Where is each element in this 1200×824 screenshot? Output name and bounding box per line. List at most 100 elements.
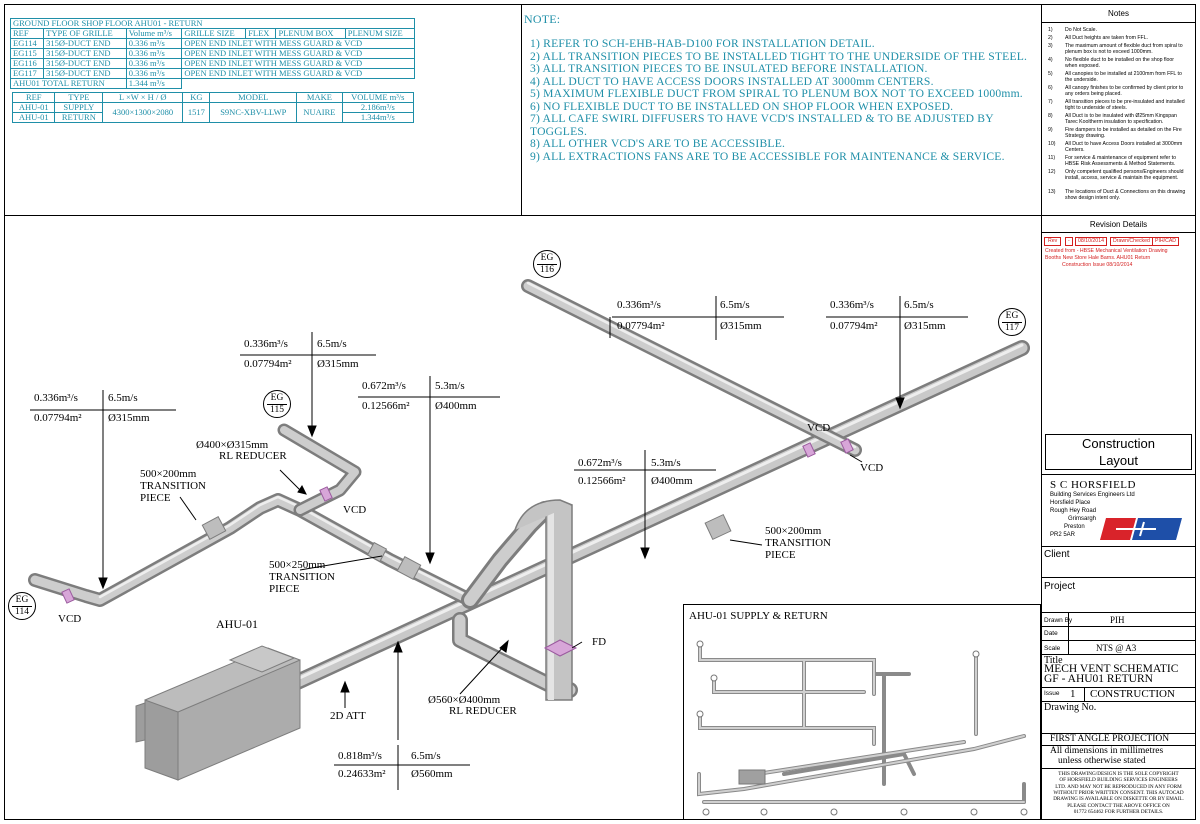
drawn-by-label: Drawn By bbox=[1044, 617, 1073, 624]
cell: EG114 bbox=[9, 38, 45, 49]
drawing-number-label: Drawing No. bbox=[1044, 702, 1097, 713]
flow-velocity: 6.5m/s bbox=[411, 750, 441, 762]
cell: EG117 bbox=[9, 68, 45, 79]
transition-piece bbox=[201, 516, 227, 540]
inset-ahu bbox=[738, 769, 766, 785]
date-rule bbox=[1041, 626, 1196, 627]
reducer-label-2: Ø560×Ø400mm bbox=[428, 694, 501, 706]
flow-velocity: 6.5m/s bbox=[904, 299, 934, 311]
flow-area: 0.24633m² bbox=[338, 768, 386, 780]
revision-line-1: Created from - HBSE Mechanical Ventilati… bbox=[1045, 248, 1168, 254]
attenuator-label: 2D ATT bbox=[330, 710, 366, 722]
tag-number: 115 bbox=[270, 405, 284, 415]
title-line-1: MECH VENT SCHEMATIC bbox=[1044, 663, 1179, 675]
tag-divider bbox=[267, 404, 287, 405]
flow-velocity: 5.3m/s bbox=[435, 380, 465, 392]
header-divider bbox=[4, 215, 1041, 216]
company-address-4: Grimsargh bbox=[1068, 516, 1097, 522]
rev-date: 08/10/2014 bbox=[1075, 237, 1107, 246]
cell: AHU-01 bbox=[11, 112, 56, 123]
tag-number: 116 bbox=[540, 265, 554, 275]
inset-schematic bbox=[696, 640, 1028, 816]
reducer-label-1b: RL REDUCER bbox=[219, 450, 287, 462]
flow-volume: 0.336m³/s bbox=[34, 392, 78, 404]
cell: 0.336 m³/s bbox=[125, 48, 183, 59]
status-line-1: Construction bbox=[1082, 436, 1155, 451]
vcd-marker bbox=[802, 442, 816, 458]
copyright-line: DRAWING IS AVAILABLE ON DISKETTE OR BY E… bbox=[1053, 796, 1184, 803]
ahu-header: REF TYPE L ×W × H / Ø KG MODEL MAKE VOLU… bbox=[11, 92, 415, 103]
ahu-header-cell: TYPE bbox=[54, 92, 104, 103]
cell: 315Ø-DUCT END bbox=[43, 58, 127, 69]
transition-label-3c: PIECE bbox=[765, 549, 796, 561]
side-note-number: 2) bbox=[1048, 35, 1053, 41]
side-note-number: 6) bbox=[1048, 85, 1053, 91]
rev-no: - bbox=[1065, 237, 1073, 246]
flow-volume: 0.672m³/s bbox=[578, 457, 622, 469]
cell: 0.336 m³/s bbox=[125, 58, 183, 69]
total-value: 1.344 m³/s bbox=[125, 78, 183, 89]
revision-title: Revision Details bbox=[1089, 220, 1148, 229]
copyright-line: THIS DRAWING/DESIGN IS THE SOLE COPYRIGH… bbox=[1058, 771, 1179, 777]
duct-schematic bbox=[28, 279, 1030, 790]
side-note-number: 10) bbox=[1048, 141, 1056, 147]
flow-diameter: Ø400mm bbox=[435, 400, 477, 412]
note-item: 8) ALL OTHER VCD'S ARE TO BE ACCESSIBLE. bbox=[530, 137, 786, 150]
project-rule bbox=[1041, 577, 1196, 578]
ahu-header-cell: KG bbox=[182, 92, 211, 103]
side-note-number: 9) bbox=[1048, 127, 1053, 133]
tag-prefix: EG bbox=[1005, 311, 1019, 321]
tag-divider bbox=[1002, 322, 1022, 323]
transition-label-3: 500×200mm bbox=[765, 525, 822, 537]
side-note-number: 4) bbox=[1048, 57, 1053, 63]
schedule-header-cell: TYPE OF GRILLE bbox=[43, 28, 127, 39]
issue-col bbox=[1084, 687, 1085, 701]
title-label: Title bbox=[1044, 655, 1063, 666]
schedule-header-cell: PLENUM BOX bbox=[275, 28, 346, 39]
flow-area: 0.12566m² bbox=[578, 475, 626, 487]
note-item: 1) REFER TO SCH-EHB-HAB-D100 FOR INSTALL… bbox=[530, 37, 875, 50]
fire-damper-label: FD bbox=[592, 636, 607, 648]
flow-diameter: Ø315mm bbox=[108, 412, 150, 424]
dims-note-2: unless otherwise stated bbox=[1058, 756, 1146, 766]
drawn-by-value: PIH bbox=[1110, 615, 1125, 625]
schedule-title: GROUND FLOOR SHOP FLOOR AHU01 - RETURN bbox=[9, 18, 276, 29]
company-address-5: Preston bbox=[1064, 524, 1085, 530]
company-name: S C HORSFIELD bbox=[1050, 479, 1136, 491]
side-note-number: 13) bbox=[1048, 189, 1056, 195]
client-rule bbox=[1041, 546, 1196, 547]
vcd-label: VCD bbox=[860, 462, 884, 474]
side-note-number: 5) bbox=[1048, 71, 1053, 77]
transition-label-2b: TRANSITION bbox=[269, 571, 335, 583]
schedule-header-cell: REF bbox=[9, 28, 45, 39]
cell: SUPPLY bbox=[54, 102, 104, 113]
cell-blank bbox=[181, 78, 415, 89]
schedule-header: REF TYPE OF GRILLE Volume m³/s GRILLE SI… bbox=[9, 28, 416, 39]
cell: 1.344m³/s bbox=[341, 112, 415, 123]
transition-piece bbox=[366, 541, 388, 563]
side-note-text: All Duct heights are taken from FFL. bbox=[1065, 35, 1149, 41]
scale-label: Scale bbox=[1044, 645, 1061, 652]
issue-label: Issue bbox=[1044, 690, 1060, 697]
side-notes-title: Notes bbox=[1108, 9, 1129, 18]
reducer-label-2b: RL REDUCER bbox=[449, 705, 517, 717]
ahu-header-cell: REF bbox=[11, 92, 56, 103]
ahu-header-cell: L ×W × H / Ø bbox=[102, 92, 184, 103]
note-item: 2) ALL TRANSITION PIECES TO BE INSTALLED… bbox=[530, 50, 1028, 63]
side-note-number: 8) bbox=[1048, 113, 1053, 119]
cell: 315Ø-DUCT END bbox=[43, 68, 127, 79]
flow-diameter: Ø560mm bbox=[411, 768, 453, 780]
revision-row: Rev - 08/10/2014 Drawn/Checked PIH/CAD bbox=[1043, 237, 1193, 246]
inset-title: AHU-01 SUPPLY & RETURN bbox=[689, 610, 828, 622]
note-item: 7) ALL CAFE SWIRL DIFFUSERS TO HAVE VCD'… bbox=[530, 112, 994, 125]
cell: RETURN bbox=[54, 112, 104, 123]
flow-area: 0.07794m² bbox=[617, 320, 665, 332]
transition-label-3b: TRANSITION bbox=[765, 537, 831, 549]
transition-label-1c: PIECE bbox=[140, 492, 171, 504]
notes-divider bbox=[521, 4, 522, 216]
scale-value: NTS @ A3 bbox=[1096, 643, 1137, 653]
